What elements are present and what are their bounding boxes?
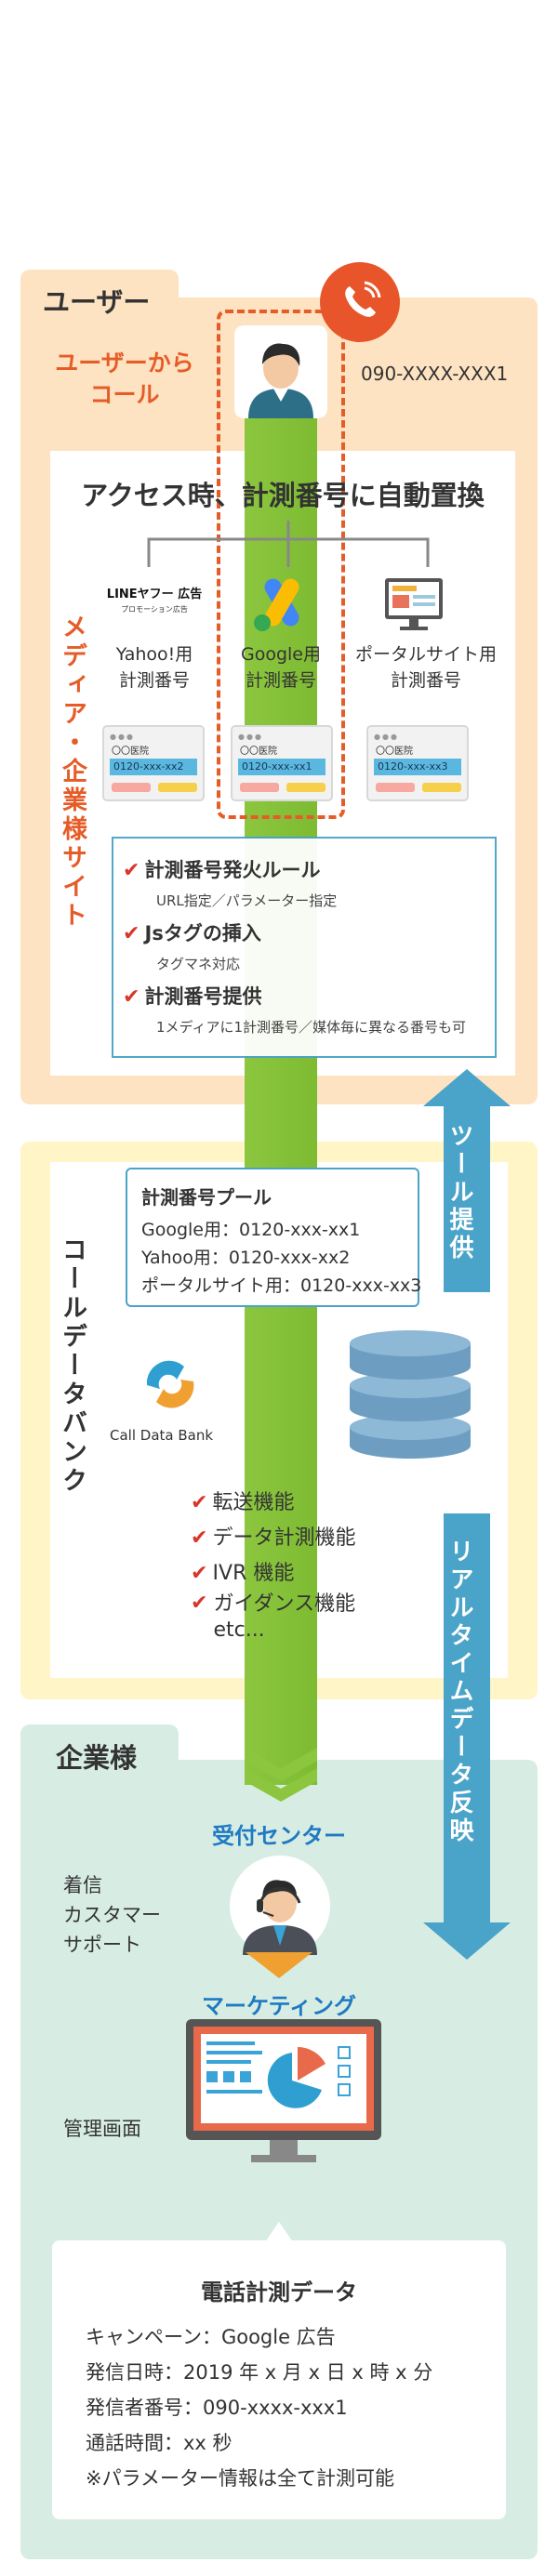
call-data-line: 発信者番号：090-xxxx-xxx1 [86,2397,348,2419]
feature-label: ガイダンス機能 etc... [213,1592,356,1642]
rule-2-title: Jsタグの挿入 [144,922,261,945]
checkmark-icon: ✔ [123,922,140,945]
call-data-bank-logo-text: Call Data Bank [110,1427,214,1444]
admin-screen-label: 管理画面 [63,2118,141,2140]
tool-arrow-up-icon [423,1069,511,1292]
rule-2: ✔ Jsタグの挿入 [123,918,261,946]
pool-title: 計測番号プール [141,1186,272,1209]
browser-mockup-google: ●●● 〇〇医院 0120-xxx-xx1 [231,725,333,801]
browser-bar [376,783,415,792]
call-data-line: 発信日時：2019 年 x 月 x 日 x 時 x 分 [86,2361,433,2384]
tool-arrow-label: ツール提供 [445,1123,473,1262]
rule-2-sub: タグマネ対応 [156,956,241,972]
monitor-icon [385,578,443,630]
checkmark-icon: ✔ [191,1491,208,1514]
rule-1-title: 計測番号発火ルール [144,859,321,881]
support-label: 着信 カスタマー サポート [63,1874,161,1956]
spine-chevron-icon [245,1748,317,1802]
rules-box [112,837,497,1058]
browser-dots-icon: ●●● [110,733,135,741]
feature-item: ✔ 転送機能 [191,1486,295,1515]
media-vertical-label: メディア・企業様サイト [58,614,86,931]
call-data-title: 電話計測データ [201,2279,357,2305]
realtime-arrow-label: リアルタイムデータ反映 [445,1539,473,1845]
checkmark-icon: ✔ [191,1562,208,1585]
call-data-line: 通話時間：xx 秒 [86,2432,232,2454]
browser-mockup-portal: ●●● 〇〇医院 0120-xxx-xx3 [366,725,469,801]
portal-code-label: ポータルサイト用 計測番号 [354,644,497,691]
connector-lines [147,521,430,567]
phone-bubble [320,262,400,342]
line-yahoo-logo-sub: プロモーション広告 [121,605,188,614]
user-call-label: ユーザーから コール [55,350,194,408]
user-section-label: ユーザー [43,286,151,318]
feature-item: ✔ ガイダンス機能 etc... [191,1592,355,1644]
user-avatar-icon [234,325,327,418]
down-triangle-icon [246,1952,312,1978]
feature-label: IVR 機能 [212,1562,295,1585]
yahoo-code-label: Yahoo!用 計測番号 [115,644,193,691]
browser-bar [286,783,326,792]
browser-bar [112,783,151,792]
media-title: アクセス時、計測番号に自動置換 [81,480,485,511]
hospital-name: 〇〇医院 [240,746,277,757]
feature-label: 転送機能 [212,1491,295,1514]
pool-item: Google用：0120-xxx-xx1 [141,1220,361,1240]
browser-bar [422,783,461,792]
line-yahoo-logo: LINEヤフー 広告 [106,588,203,601]
browser-dots-icon: ●●● [238,733,263,741]
browser-bar [240,783,279,792]
rule-1: ✔ 計測番号発火ルール [123,855,321,883]
feature-item: ✔ IVR 機能 [191,1556,294,1586]
feature-item: ✔ データ計測機能 [191,1521,356,1551]
checkmark-icon: ✔ [123,985,140,1009]
speech-pointer [265,2222,293,2242]
rule-3-title: 計測番号提供 [144,985,262,1008]
marketing-label: マーケティング [201,1993,357,2019]
browser-bar [158,783,197,792]
realtime-arrow-down-icon [423,1513,511,1960]
hospital-name: 〇〇医院 [376,746,413,757]
operator-icon [230,1856,330,1956]
rule-3: ✔ 計測番号提供 [123,982,262,1010]
phone-icon [345,281,381,317]
pool-item: ポータルサイト用：0120-xxx-xx3 [141,1275,422,1296]
number-pool-box [126,1168,419,1307]
browser-mockup-yahoo: ●●● 〇〇医院 0120-xxx-xx2 [102,725,205,801]
checkmark-icon: ✔ [191,1592,208,1615]
caller-number: 090-XXXX-XXX1 [361,363,509,385]
rule-3-sub: 1メディアに1計測番号／媒体毎に異なる番号も可 [156,1019,467,1036]
call-data-line: キャンペーン：Google 広告 [86,2326,336,2348]
tracking-number: 0120-xxx-xx3 [374,759,461,775]
database-icon [350,1330,471,1459]
browser-dots-icon: ●●● [374,733,399,741]
tracking-number: 0120-xxx-xx2 [110,759,197,775]
reception-center-label: 受付センター [212,1823,346,1849]
hospital-name: 〇〇医院 [112,746,149,757]
corp-section-label: 企業様 [56,1742,138,1774]
google-code-label: Google用 計測番号 [240,644,321,691]
rule-1-sub: URL指定／パラメーター指定 [156,892,338,909]
routing-highlight-frame [217,310,345,819]
dashboard-icon [186,2019,381,2162]
pool-item: Yahoo用：0120-xxx-xx2 [141,1248,351,1268]
checkmark-icon: ✔ [123,859,140,882]
call-data-bank-logo-icon [146,1360,194,1408]
call-data-card [52,2240,506,2519]
google-ads-logo-icon [254,578,299,631]
call-data-note: ※パラメーター情報は全て計測可能 [86,2467,394,2490]
cdb-vertical-label: コールデータバンク [58,1236,86,1496]
checkmark-icon: ✔ [191,1526,208,1550]
feature-label: データ計測機能 [212,1526,356,1550]
tracking-number: 0120-xxx-xx1 [238,759,326,775]
